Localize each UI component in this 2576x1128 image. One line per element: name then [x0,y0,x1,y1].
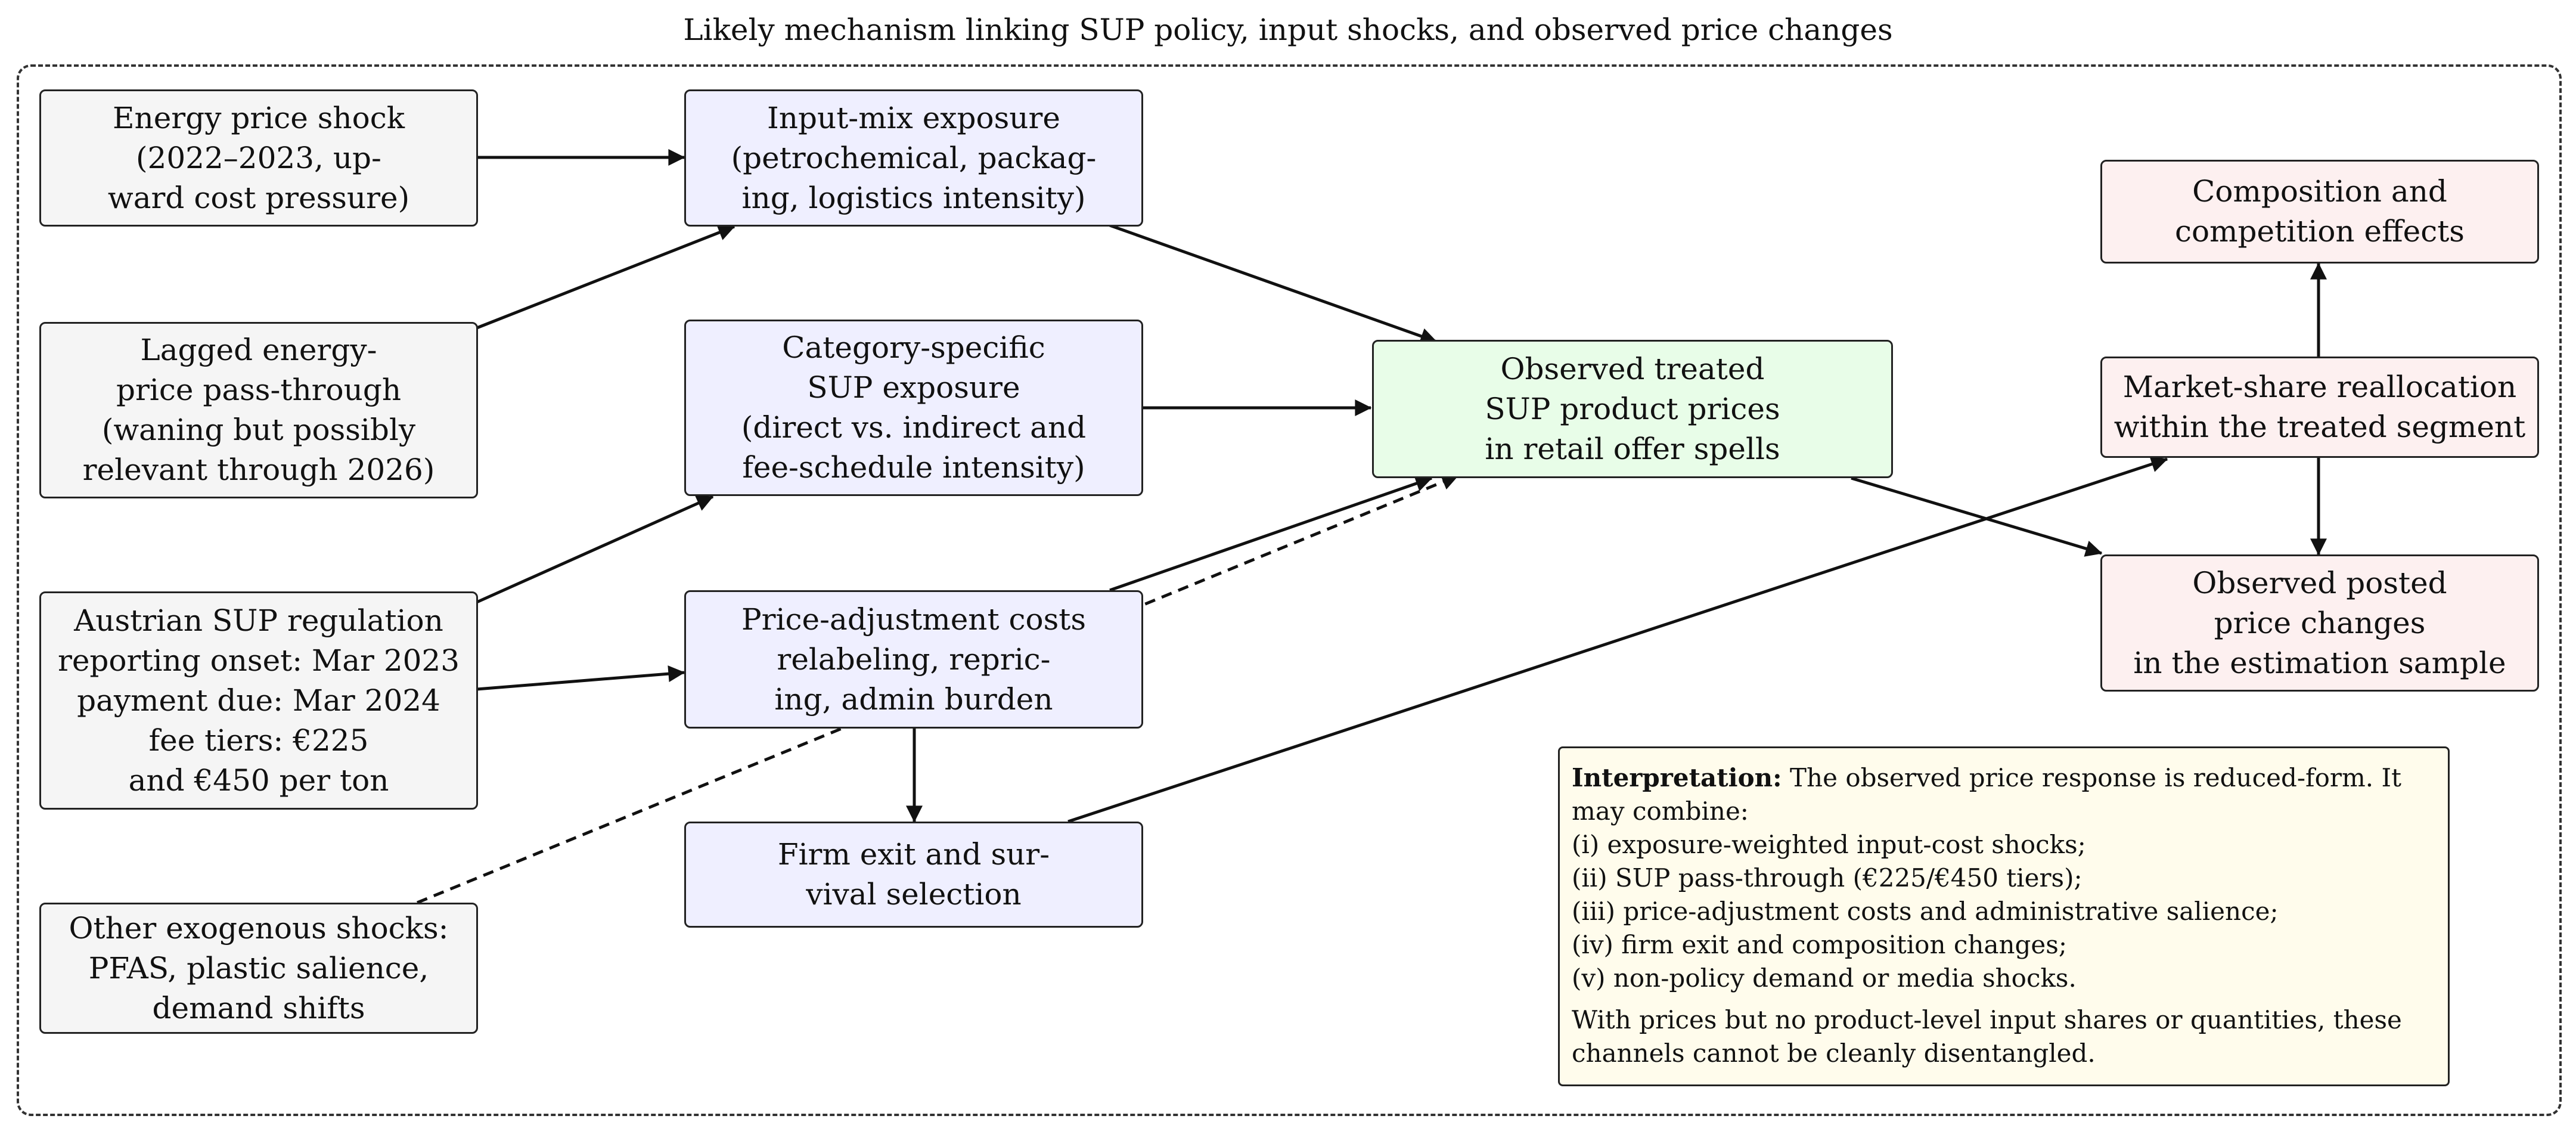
interpretation-line: (i) exposure-weighted input-cost shocks; [1572,830,2086,859]
node-text: ward cost pressure) [107,180,410,215]
arrow-lagged-to-input-mix [476,224,735,330]
node-text: Composition and [2192,174,2447,209]
node-text: reporting onset: Mar 2023 [57,643,460,678]
interpretation-line: (iv) firm exit and composition changes; [1572,930,2067,959]
node-energy-price-shock: Energy price shock (2022–2023, up- ward … [39,89,478,227]
node-text: (waning but possibly [101,413,416,447]
node-text: (2022–2023, up- [136,140,381,175]
interpretation-line: (v) non-policy demand or media shocks. [1572,963,2077,993]
arrow-sup-to-category [476,495,714,604]
node-text: within the treated segment [2113,410,2526,444]
node-text: Other exogenous shocks: [69,910,449,946]
interpretation-line: (ii) SUP pass-through (€225/€450 tiers); [1572,863,2082,893]
node-text: Observed posted [2192,565,2447,600]
node-text: PFAS, plastic salience, [88,950,429,986]
diagram-frame [17,64,2562,1116]
node-text: price changes [2214,605,2426,640]
node-input-mix-exposure: Input-mix exposure (petrochemical, packa… [684,89,1143,227]
node-text: and €450 per ton [128,763,389,798]
node-text: ing, admin burden [774,681,1053,717]
interpretation-conclusion: channels cannot be cleanly disentangled. [1572,1039,2096,1068]
arrow-sup-to-price-adjust [476,665,685,691]
node-text: in the estimation sample [2133,645,2506,680]
node-price-adjustment-costs: Price-adjustment costs relabeling, repri… [684,590,1143,729]
node-text: Price-adjustment costs [741,602,1086,637]
node-text: relabeling, repric- [777,642,1051,677]
node-text: price pass-through [116,373,402,407]
interpretation-line: (iii) price-adjustment costs and adminis… [1572,897,2279,926]
diagram-title: Likely mechanism linking SUP policy, inp… [683,13,1893,47]
node-text: Lagged energy- [140,333,377,367]
interpretation-heading: Interpretation: [1572,763,1782,792]
interpretation-conclusion: With prices but no product-level input s… [1572,1005,2402,1034]
node-text: payment due: Mar 2024 [77,683,440,718]
node-text: (direct vs. indirect and [741,410,1087,445]
node-lagged-energy-pass-through: Lagged energy- price pass-through (wanin… [39,322,478,498]
arrow-price-adjust-to-treated [1109,475,1433,592]
node-text: ing, logistics intensity) [741,180,1086,215]
node-text: vival selection [806,877,1022,912]
interpretation-first-line: Interpretation: The observed price respo… [1572,761,2436,795]
node-other-exogenous-shocks: Other exogenous shocks: PFAS, plastic sa… [39,903,478,1034]
node-category-sup-exposure: Category-specific SUP exposure (direct v… [684,320,1143,496]
node-text: Observed treated [1500,351,1765,386]
node-firm-exit: Firm exit and sur- vival selection [684,822,1143,928]
arrow-treated-to-posted [1851,476,2103,557]
arrow-input-mix-to-treated [1109,224,1438,345]
node-text: Austrian SUP regulation [74,603,443,638]
node-composition-competition: Composition and competition effects [2100,160,2539,264]
node-text: Category-specific [782,330,1045,365]
interpretation-note: Interpretation: The observed price respo… [1558,746,2450,1086]
node-text: SUP exposure [807,370,1020,405]
node-text: demand shifts [152,990,365,1025]
node-observed-treated-prices: Observed treated SUP product prices in r… [1372,340,1893,478]
node-text: relevant through 2026) [82,453,435,487]
interpretation-line: The observed price response is reduced-f… [1790,763,2401,792]
node-text: Market-share reallocation [2122,370,2517,404]
node-text: Input-mix exposure [767,100,1060,135]
node-text: Firm exit and sur- [777,837,1050,872]
interpretation-line: may combine: [1572,797,1749,826]
node-text: in retail offer spells [1485,431,1780,466]
node-austrian-sup-regulation: Austrian SUP regulation reporting onset:… [39,591,478,810]
node-text: SUP product prices [1485,391,1780,426]
node-observed-posted-price-changes: Observed posted price changes in the est… [2100,554,2539,692]
node-text: competition effects [2175,214,2465,249]
node-text: fee-schedule intensity) [742,450,1085,485]
node-market-share-reallocation: Market-share reallocation within the tre… [2100,357,2539,458]
node-text: fee tiers: €225 [148,723,369,758]
node-text: (petrochemical, packag- [731,140,1097,175]
node-text: Energy price shock [113,100,405,135]
